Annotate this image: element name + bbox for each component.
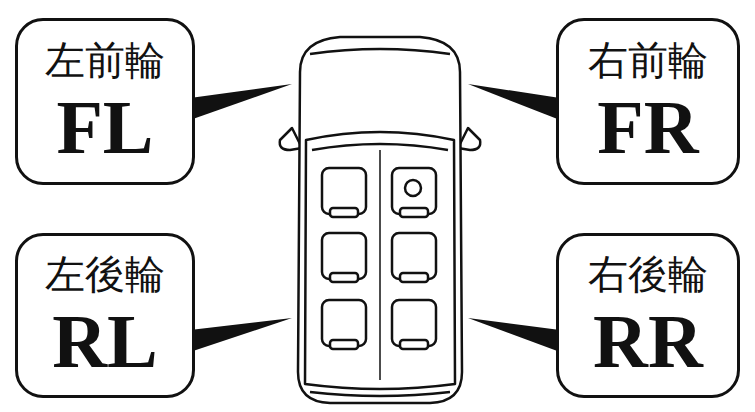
center-line bbox=[379, 150, 381, 380]
wheel-code: FR bbox=[597, 86, 698, 168]
seat-edge bbox=[330, 208, 358, 217]
cabin-outline bbox=[305, 132, 455, 389]
leader-wedge bbox=[190, 84, 292, 120]
car-body bbox=[280, 37, 481, 403]
hood-line bbox=[310, 49, 450, 54]
rear-line bbox=[310, 392, 450, 396]
leader-wedge bbox=[468, 84, 560, 120]
leader-wedge bbox=[468, 318, 560, 352]
seat-edge bbox=[400, 208, 428, 217]
wheel-name: 左後輪 bbox=[45, 250, 165, 298]
callout-box: 左後輪RL bbox=[15, 233, 195, 398]
dash-line bbox=[312, 144, 448, 150]
wheel-name: 左前輪 bbox=[45, 36, 165, 84]
seats bbox=[322, 168, 436, 349]
wheel-name: 右後輪 bbox=[588, 250, 708, 298]
seat-edge bbox=[400, 340, 428, 349]
wheel-code: RR bbox=[593, 300, 703, 382]
callout-box: 左前輪FL bbox=[15, 18, 195, 185]
steering-wheel bbox=[405, 180, 421, 196]
wheel-name: 右前輪 bbox=[588, 36, 708, 84]
seat-edge bbox=[330, 273, 358, 282]
wheel-code: FL bbox=[56, 86, 153, 168]
seat-edge bbox=[400, 273, 428, 282]
seat-edge bbox=[330, 340, 358, 349]
leader-wedge bbox=[190, 318, 292, 352]
callout-box: 右前輪FR bbox=[556, 18, 740, 185]
car-outline bbox=[298, 37, 462, 403]
wheel-code: RL bbox=[52, 300, 158, 382]
callout-box: 右後輪RR bbox=[556, 233, 740, 398]
